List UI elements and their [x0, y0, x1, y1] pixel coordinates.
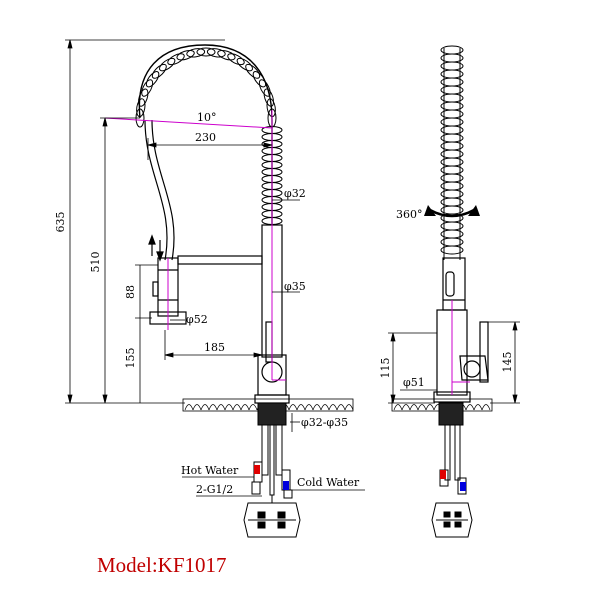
coil-ring [137, 88, 149, 107]
side-spring [443, 48, 461, 260]
dim-145: 145 [501, 352, 514, 373]
dim-phi32-phi35: φ32-φ35 [301, 416, 348, 429]
cold-water-marker [283, 481, 289, 490]
coil-ring [136, 98, 146, 118]
hatch-mark [320, 404, 330, 411]
hatch-mark [304, 404, 314, 411]
coil-ring [167, 53, 185, 66]
hatch-mark [288, 404, 298, 411]
dim-phi52: φ52 [186, 313, 208, 326]
hatch-mark [296, 404, 306, 411]
hatch-mark [425, 404, 435, 411]
dim-155: 155 [124, 348, 137, 369]
dim-10-degree: 10° [197, 111, 217, 124]
hatch-mark [401, 404, 411, 411]
hatch-mark [208, 404, 218, 411]
cold-water-label: Cold Water [297, 476, 360, 489]
hatch-mark [417, 404, 427, 411]
coil-ring [440, 245, 464, 255]
side-fittings [431, 402, 473, 538]
hatch-mark [200, 404, 210, 411]
deck-hatch [184, 404, 354, 411]
hatch-mark [216, 404, 226, 411]
coil-ring [217, 49, 236, 61]
under-sink-fittings [243, 402, 301, 538]
model-label: Model:KF1017 [97, 553, 227, 577]
coil-ring [151, 63, 167, 79]
hot-water-label: Hot Water [181, 464, 239, 477]
dimension-lines-right [388, 321, 520, 404]
coil-ring [236, 57, 253, 72]
hatch-mark [184, 404, 194, 411]
dimension-lines-left [65, 39, 365, 497]
spray-holder-arm [177, 255, 263, 265]
hatch-mark [192, 404, 202, 411]
coil-ring [145, 71, 160, 88]
coil-ring [159, 57, 176, 72]
hatch-mark [312, 404, 322, 411]
side-body [433, 309, 489, 403]
hatch-mark [393, 404, 403, 411]
dim-510: 510 [89, 252, 102, 273]
hatch-mark [248, 404, 258, 411]
dim-phi32: φ32 [284, 187, 306, 200]
coil-ring [258, 79, 271, 97]
coil-ring [196, 47, 216, 57]
hatch-mark [328, 404, 338, 411]
side-hot-marker [440, 470, 446, 479]
dim-phi51: φ51 [403, 376, 425, 389]
hatch-mark [473, 404, 483, 411]
dim-230: 230 [195, 131, 216, 144]
hot-water-marker [254, 465, 260, 474]
dim-635: 635 [54, 212, 67, 233]
dim-115: 115 [379, 358, 392, 379]
dim-185: 185 [204, 341, 225, 354]
coil-ring [227, 53, 245, 66]
dim-360-degree: 360° [396, 208, 423, 221]
rotation-arrow-icon [424, 205, 480, 218]
coil-ring [266, 98, 276, 118]
coil-ring [245, 63, 261, 79]
dim-phi35: φ35 [284, 280, 306, 293]
hatch-mark [240, 404, 250, 411]
side-spray-head [442, 257, 466, 311]
hatch-mark [465, 404, 475, 411]
hatch-mark [336, 404, 346, 411]
dim-88: 88 [124, 285, 137, 299]
side-spring-rings [440, 45, 464, 255]
center-lines-right [451, 300, 470, 395]
spring-coil [138, 44, 273, 225]
coil-ring [263, 88, 275, 107]
thread-label: 2-G1/2 [196, 483, 233, 496]
side-cold-marker [460, 482, 466, 491]
hatch-mark [409, 404, 419, 411]
hatch-mark [232, 404, 242, 411]
coil-ring [186, 48, 206, 58]
hatch-mark [224, 404, 234, 411]
pull-hose [144, 119, 168, 261]
coil-ring [206, 48, 226, 58]
hatch-mark [481, 404, 491, 411]
coil-ring [141, 79, 154, 97]
coil-ring [252, 71, 267, 88]
hatch-mark [344, 404, 354, 411]
center-lines [104, 110, 286, 381]
coil-ring [176, 49, 195, 61]
